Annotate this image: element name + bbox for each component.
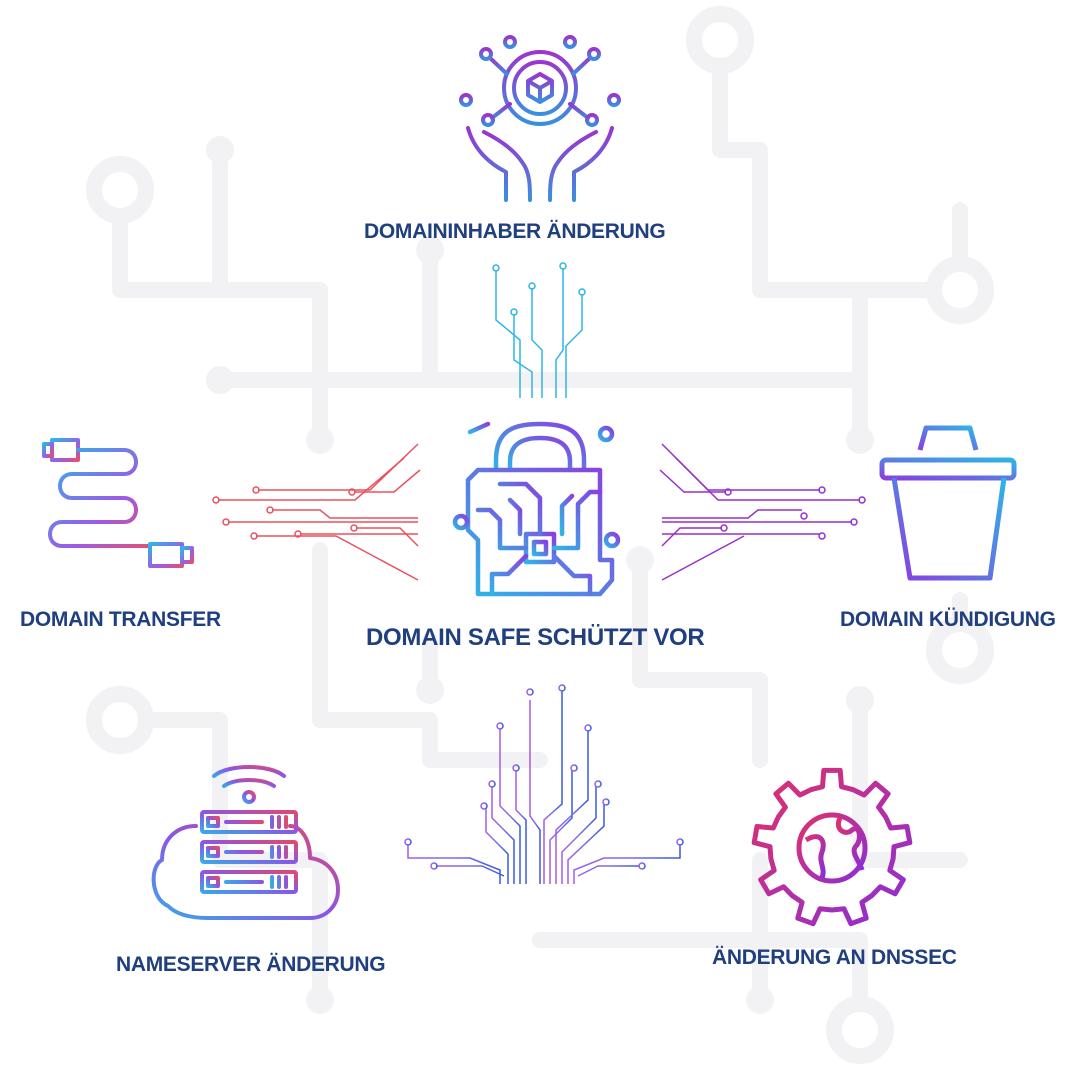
right-connector-lines (659, 443, 866, 581)
cloud-server-icon (151, 765, 340, 920)
item-label-dnssec: ÄNDERUNG AN DNSSEC (712, 946, 957, 969)
top-connector-lines (492, 262, 586, 398)
trash-bin-icon (879, 425, 1017, 581)
gear-globe-icon (751, 767, 913, 927)
hands-holding-cube-icon (459, 35, 621, 202)
center-label: DOMAIN SAFE SCHÜTZT VOR (366, 624, 705, 651)
left-connector-lines (212, 443, 421, 581)
item-label-owner: DOMAININHABER ÄNDERUNG (364, 220, 666, 243)
item-label-nameserver: NAMESERVER ÄNDERUNG (116, 953, 386, 976)
usb-cable-icon (42, 438, 194, 568)
padlock-circuit-icon (452, 421, 621, 597)
item-label-transfer: DOMAIN TRANSFER (20, 608, 221, 631)
item-label-cancel: DOMAIN KÜNDIGUNG (840, 608, 1056, 631)
bottom-connector-lines (346, 684, 744, 885)
